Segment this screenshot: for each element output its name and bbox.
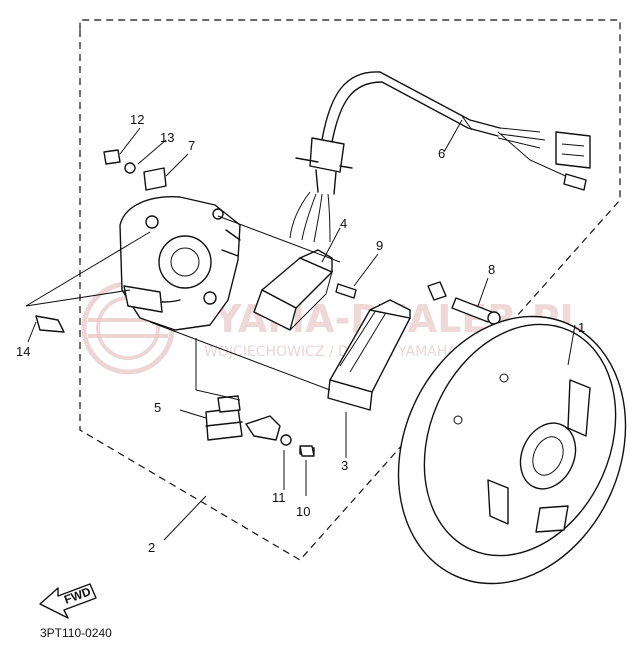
- part-labels: 1 2 3 4 5 6 7 8 9 10 11 12 13 14: [16, 112, 585, 555]
- pickup-unit: [205, 395, 243, 441]
- label-5: 5: [154, 400, 161, 415]
- label-14: 14: [16, 344, 30, 359]
- flywheel-rotor: [397, 315, 627, 585]
- stator-plate: [119, 196, 241, 331]
- label-2: 2: [148, 540, 155, 555]
- wire-harness: [289, 71, 591, 243]
- drawing-code: 3PT110-0240: [40, 626, 112, 640]
- label-4: 4: [340, 216, 347, 231]
- label-10: 10: [296, 504, 310, 519]
- label-11: 11: [272, 490, 286, 505]
- label-6: 6: [438, 146, 445, 161]
- assembly-boundary: [79, 19, 621, 561]
- label-1: 1: [578, 320, 585, 335]
- label-9: 9: [376, 238, 383, 253]
- forward-arrow: FWD: [39, 583, 97, 619]
- label-8: 8: [488, 262, 495, 277]
- label-12: 12: [130, 112, 144, 127]
- leader-lines: [25, 119, 576, 541]
- fasteners: [35, 149, 501, 457]
- label-13: 13: [160, 130, 174, 145]
- label-3: 3: [341, 458, 348, 473]
- watermark-sub-text: WOJCIECHOWICZ / DEALER YAMAHA: [204, 344, 457, 360]
- bracket: [245, 415, 281, 441]
- label-7: 7: [188, 138, 195, 153]
- coil-lower: [327, 299, 411, 411]
